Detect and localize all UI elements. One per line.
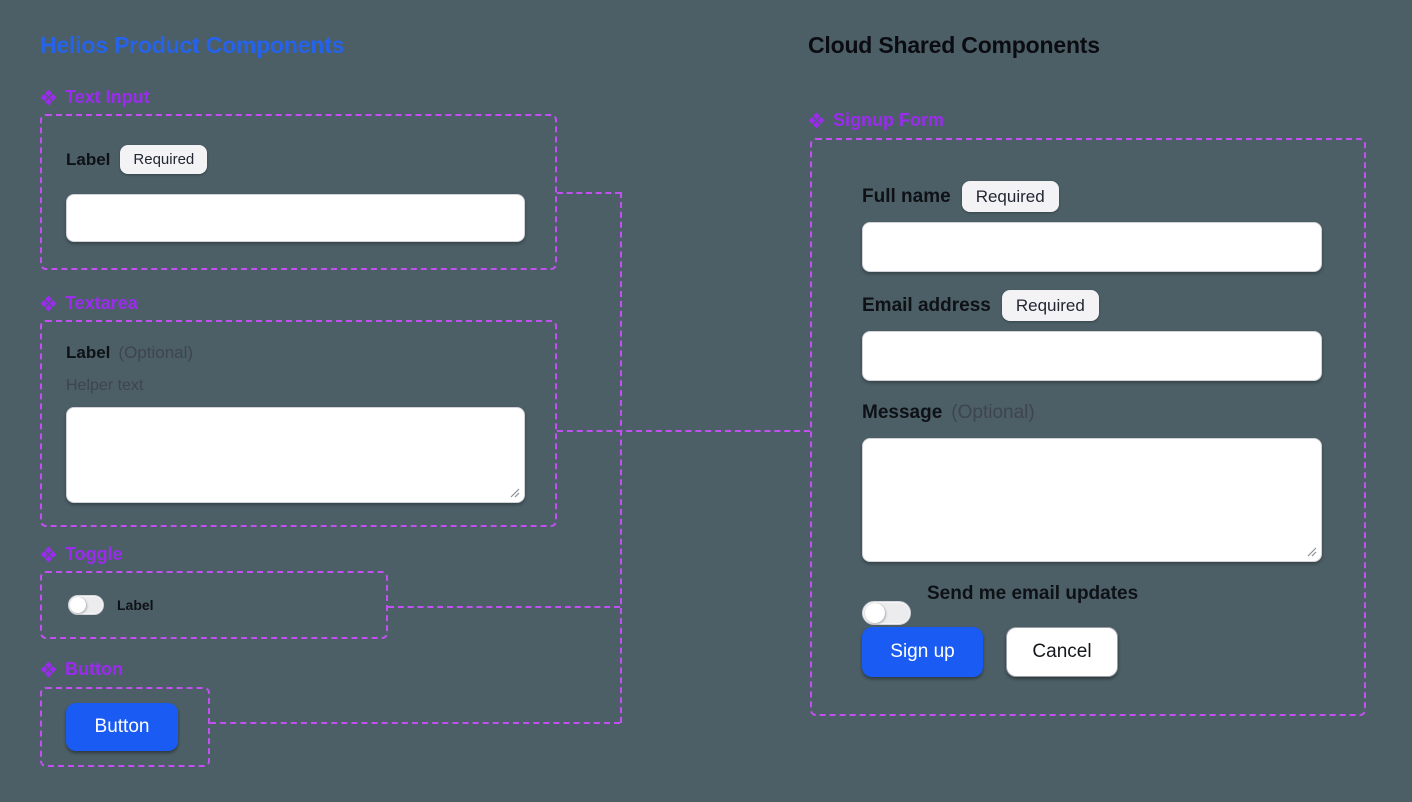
sign-up-button[interactable]: Sign up <box>862 627 983 677</box>
message-label-row: Message (Optional) <box>862 402 1035 424</box>
required-badge: Required <box>120 145 208 174</box>
email-label-row: Email address Required <box>862 290 1099 321</box>
connector-text-input <box>557 192 621 194</box>
textarea-label-row: Label (Optional) <box>66 343 193 363</box>
optional-note: (Optional) <box>951 402 1035 423</box>
section-label-text: Button <box>65 659 123 679</box>
component-diamond-icon <box>808 112 825 129</box>
toggle-label: Label <box>117 597 154 613</box>
section-label-toggle[interactable]: Toggle <box>40 544 123 565</box>
right-panel-title: Cloud Shared Components <box>808 32 1100 58</box>
full-name-label-row: Full name Required <box>862 181 1059 212</box>
field-label: Full name <box>862 185 951 207</box>
component-diamond-icon <box>40 295 57 312</box>
full-name-input[interactable] <box>862 222 1322 272</box>
left-panel-title: Helios Product Components <box>40 32 345 58</box>
text-input-label-row: Label Required <box>66 145 208 174</box>
helper-text: Helper text <box>66 377 144 394</box>
field-label: Email address <box>862 294 991 316</box>
textarea-field[interactable] <box>66 407 525 503</box>
section-label-text: Textarea <box>65 293 138 313</box>
signup-form-component-frame[interactable] <box>810 138 1366 716</box>
toggle-knob <box>865 603 885 623</box>
email-updates-toggle[interactable] <box>862 601 911 625</box>
toggle-component-frame[interactable] <box>40 571 388 639</box>
connector-toggle <box>388 606 620 608</box>
component-diamond-icon <box>40 546 57 563</box>
field-label: Label <box>66 343 111 362</box>
toggle-switch[interactable] <box>68 595 104 615</box>
component-diamond-icon <box>40 661 57 678</box>
text-input-component-frame[interactable] <box>40 114 557 270</box>
cancel-button[interactable]: Cancel <box>1006 627 1118 677</box>
connector-textarea-to-signup <box>557 430 810 432</box>
optional-note: (Optional) <box>118 343 194 362</box>
email-input[interactable] <box>862 331 1322 381</box>
section-label-button[interactable]: Button <box>40 659 123 680</box>
email-updates-label: Send me email updates <box>927 583 1139 604</box>
section-label-signup-form[interactable]: Signup Form <box>808 110 944 131</box>
section-label-text: Text Input <box>65 87 150 107</box>
component-diamond-icon <box>40 89 57 106</box>
field-label: Label <box>66 149 111 169</box>
textarea-component-frame[interactable] <box>40 320 557 527</box>
connector-button <box>210 722 620 724</box>
connector-trunk <box>620 192 622 723</box>
section-label-text: Toggle <box>65 544 123 564</box>
section-label-textarea[interactable]: Textarea <box>40 293 138 314</box>
field-label: Message <box>862 402 943 423</box>
text-input-field[interactable] <box>66 194 525 242</box>
message-textarea[interactable] <box>862 438 1322 562</box>
required-badge: Required <box>1001 290 1099 321</box>
toggle-knob <box>70 597 86 613</box>
section-label-text: Signup Form <box>833 110 944 130</box>
button-component-frame[interactable] <box>40 687 210 767</box>
sample-button[interactable]: Button <box>66 703 178 751</box>
section-label-text-input[interactable]: Text Input <box>40 87 150 108</box>
required-badge: Required <box>961 181 1059 212</box>
